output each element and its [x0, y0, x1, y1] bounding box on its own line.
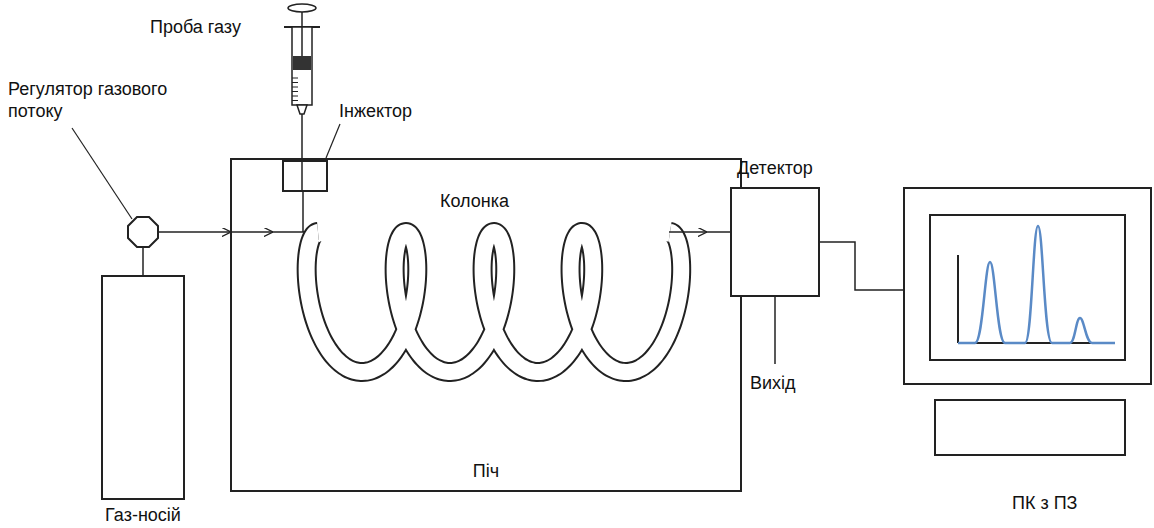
syringe-barrel [292, 27, 312, 105]
node-label: Регулятор газового потоку [8, 78, 168, 122]
graduation [292, 87, 298, 88]
pc-base [935, 400, 1125, 455]
needle [301, 114, 303, 190]
node-label: Детектор [737, 157, 813, 179]
flow-connector [159, 231, 230, 233]
graduation [292, 82, 298, 83]
graduation [292, 78, 298, 79]
flow-connector [142, 248, 144, 275]
syringe [284, 4, 320, 190]
sample-label: Проба газу [150, 16, 241, 38]
column-coil [307, 232, 682, 372]
injector-line [302, 190, 304, 232]
chromatogram-peaks [958, 226, 1115, 343]
leader-line [326, 124, 340, 158]
plunger-seal [293, 56, 311, 70]
gas-cylinder: Газ-носій [101, 275, 185, 500]
flow-regulator: Регулятор газового потоку [127, 216, 159, 248]
monitor-screen [930, 215, 1125, 360]
injector-box: Інжектор [282, 160, 328, 192]
column-exit-arrow [669, 231, 706, 233]
graduation [292, 96, 298, 97]
regulator-octagon [127, 216, 159, 248]
outlet-label: Вихід [750, 372, 796, 394]
graduation [292, 100, 298, 101]
flow-connector [820, 242, 903, 290]
plunger-rod-inner [301, 27, 303, 56]
flow-arrow [230, 231, 272, 233]
node-label: Піч [232, 460, 740, 482]
leader-line [72, 128, 132, 219]
node-label: Інжектор [339, 100, 412, 122]
pc-monitor: ПК з ПЗ [903, 187, 1152, 385]
barrel-graduations [292, 78, 298, 101]
regulator-outline [128, 217, 158, 247]
column-tube-outline [307, 232, 682, 372]
syringe-tip [297, 105, 307, 114]
node-label: ПК з ПЗ [1012, 492, 1078, 514]
column-tube [307, 232, 682, 372]
node-label: Газ-носій [103, 504, 183, 526]
column-exit-line [706, 231, 730, 233]
outlet-line [774, 297, 776, 364]
column-label: Колонка [440, 190, 509, 212]
detector-box: Детектор [730, 187, 820, 297]
graduation [292, 91, 298, 92]
plunger-head [288, 4, 316, 12]
chart-axis [957, 255, 959, 343]
